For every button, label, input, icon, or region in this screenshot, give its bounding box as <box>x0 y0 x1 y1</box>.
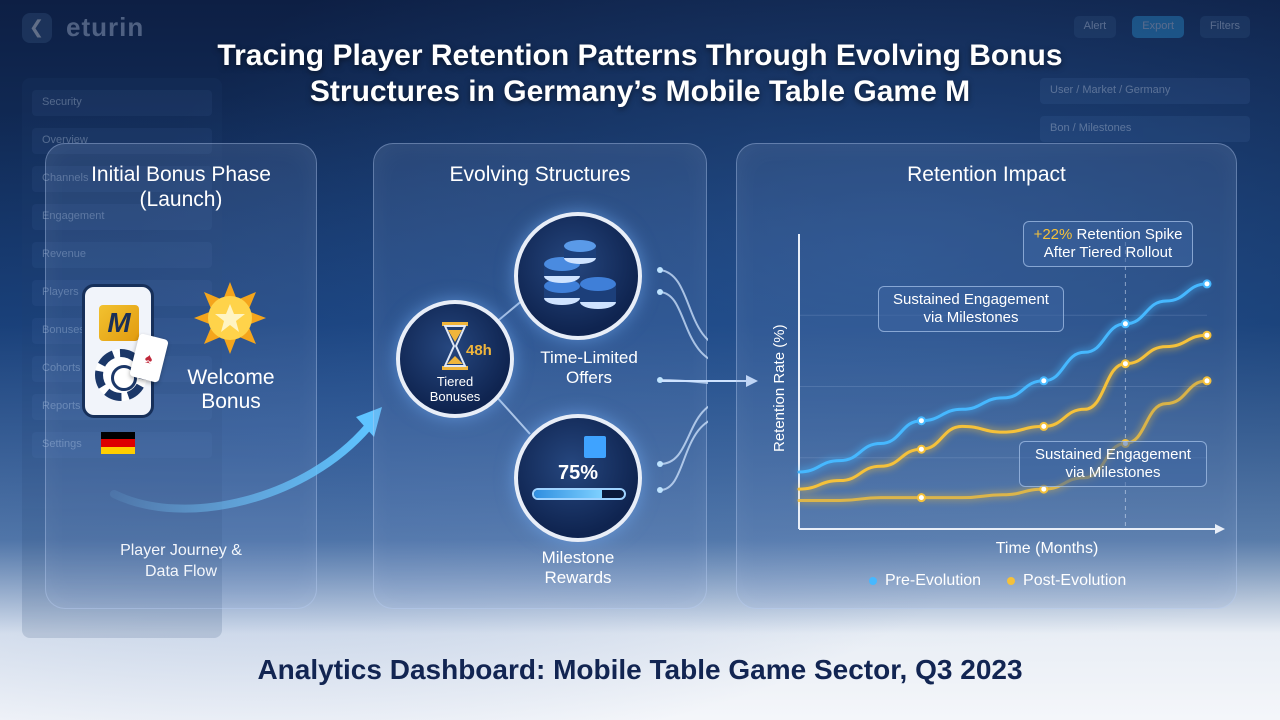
sidebar-item[interactable]: Channels <box>32 166 212 192</box>
milestone-percent: 75% <box>557 462 599 484</box>
legend-item-pre[interactable]: Pre-Evolution <box>869 572 981 590</box>
evolving-structures-title: Evolving Structures <box>449 163 631 186</box>
back-icon[interactable]: ❮ <box>22 12 52 43</box>
page-title-line1: Tracing Player Retention Patterns Throug… <box>217 39 1063 72</box>
series-point <box>916 416 926 426</box>
chart-legend: Pre-Evolution Post-Evolution <box>869 572 1126 590</box>
alert-button[interactable]: Alert <box>1073 16 1117 38</box>
star-burst-icon <box>194 282 266 354</box>
page-title-line2: Structures in Germany’s Mobile Table Gam… <box>309 75 971 108</box>
legend-item-post[interactable]: Post-Evolution <box>1007 572 1126 590</box>
page-title: Tracing Player Retention Patterns Throug… <box>0 38 1280 110</box>
spike-text: Retention Spike <box>1072 226 1183 243</box>
journey-arrow <box>110 407 382 513</box>
time-limited-offers-node[interactable] <box>514 212 642 340</box>
series-line <box>797 379 1209 502</box>
sustained2-line2: via Milestones <box>1065 464 1161 481</box>
series-point <box>1039 376 1049 386</box>
sidebar-item[interactable]: Security <box>32 90 212 116</box>
app-logo-text: eturin <box>66 12 145 42</box>
spike-line1: +22% Retention Spike <box>1032 226 1184 244</box>
evolving-structures-panel: Evolving Structures 48h Tiered Bonuses <box>373 143 708 609</box>
series-point <box>916 444 926 454</box>
x-axis-arrow <box>1215 524 1225 534</box>
tiered-bonuses-node[interactable]: 48h Tiered Bonuses <box>396 300 514 418</box>
tlo-line1: Time-Limited <box>540 348 638 367</box>
sustained-engagement-callout: Sustained Engagement via Milestones <box>878 286 1064 332</box>
top-toolbar: Alert Export Filters <box>1073 16 1250 38</box>
market-selector[interactable]: User / Market / Germany <box>1040 78 1250 104</box>
series-point <box>1202 376 1212 386</box>
initial-bonus-title-line1: Initial Bonus Phase <box>91 163 271 186</box>
series-point <box>1202 330 1212 340</box>
legend-label-post: Post-Evolution <box>1023 572 1127 589</box>
spike-line2: After Tiered Rollout <box>1043 244 1173 261</box>
initial-bonus-panel: Initial Bonus Phase (Launch) M ♠ Welcome… <box>45 143 382 609</box>
welcome-line2: Bonus <box>201 390 261 413</box>
sustained1-line1: Sustained Engagement <box>893 291 1049 308</box>
flow-arrow <box>662 375 758 387</box>
y-axis-label: Retention Rate (%) <box>771 324 788 452</box>
legend-label-pre: Pre-Evolution <box>885 572 982 589</box>
milestone-progress-fill <box>534 490 602 498</box>
sustained2-line1: Sustained Engagement <box>1035 446 1191 463</box>
journey-label: Player Journey & Data Flow <box>46 540 316 582</box>
app-logo[interactable]: ❮ eturin <box>22 12 144 43</box>
retention-impact-panel: Retention Impact +22% Retention Spike Af… <box>736 143 1237 609</box>
milestone-line1: Milestone <box>541 548 615 567</box>
right-panel: User / Market / Germany Bon / Milestones <box>1040 78 1250 154</box>
tiered-bonuses-label: Tiered Bonuses <box>400 374 510 404</box>
hourglass-icon <box>442 322 468 370</box>
retention-impact-title: Retention Impact <box>907 163 1066 186</box>
filters-button[interactable]: Filters <box>1200 16 1250 38</box>
journey-line1: Player Journey & <box>120 542 242 559</box>
spike-percent: +22% <box>1033 226 1073 243</box>
milestone-line2: Rewards <box>544 568 612 587</box>
tiered-line1: Tiered <box>436 374 474 389</box>
series-line <box>797 333 1209 491</box>
footer-caption: Analytics Dashboard: Mobile Table Game S… <box>257 654 1023 685</box>
bonus-selector[interactable]: Bon / Milestones <box>1040 116 1250 142</box>
milestone-rewards-node[interactable]: 75% <box>514 414 642 542</box>
tlo-line2: Offers <box>566 368 612 387</box>
series-point <box>1202 279 1212 289</box>
hours-remaining: 48h <box>466 342 492 359</box>
series-point <box>1120 359 1130 369</box>
x-axis-label: Time (Months) <box>995 540 1099 557</box>
initial-bonus-title: Initial Bonus Phase (Launch) <box>46 162 316 212</box>
series-point <box>916 493 926 503</box>
sustained1-line2: via Milestones <box>923 309 1019 326</box>
milestone-rewards-label: Milestone Rewards <box>514 548 642 588</box>
game-logo-icon: M <box>99 305 139 341</box>
series-line <box>797 282 1209 474</box>
retention-spike-callout: +22% Retention Spike After Tiered Rollou… <box>1023 221 1193 267</box>
journey-line2: Data Flow <box>144 563 218 580</box>
tiered-line2: Bonuses <box>429 389 481 404</box>
sidebar-item[interactable]: Revenue <box>32 242 212 268</box>
sustained-engagement-callout-2: Sustained Engagement via Milestones <box>1019 441 1207 487</box>
checkmark-flag-icon <box>584 436 606 458</box>
legend-dot-post <box>1007 576 1016 585</box>
sidebar-item[interactable]: Overview <box>32 128 212 154</box>
time-limited-offers-label: Time-Limited Offers <box>524 348 654 388</box>
sidebar-item[interactable]: Engagement <box>32 204 212 230</box>
export-button[interactable]: Export <box>1132 16 1185 38</box>
chip-stack-icon <box>544 240 616 309</box>
series-point <box>1039 421 1049 431</box>
welcome-line1: Welcome <box>187 366 275 389</box>
germany-flag-icon <box>101 432 135 454</box>
series-point <box>1120 319 1130 329</box>
milestone-progress-bar <box>532 488 626 500</box>
initial-bonus-title-line2: (Launch) <box>139 188 223 211</box>
legend-dot-pre <box>869 576 877 585</box>
welcome-bonus-label: Welcome Bonus <box>168 366 294 414</box>
